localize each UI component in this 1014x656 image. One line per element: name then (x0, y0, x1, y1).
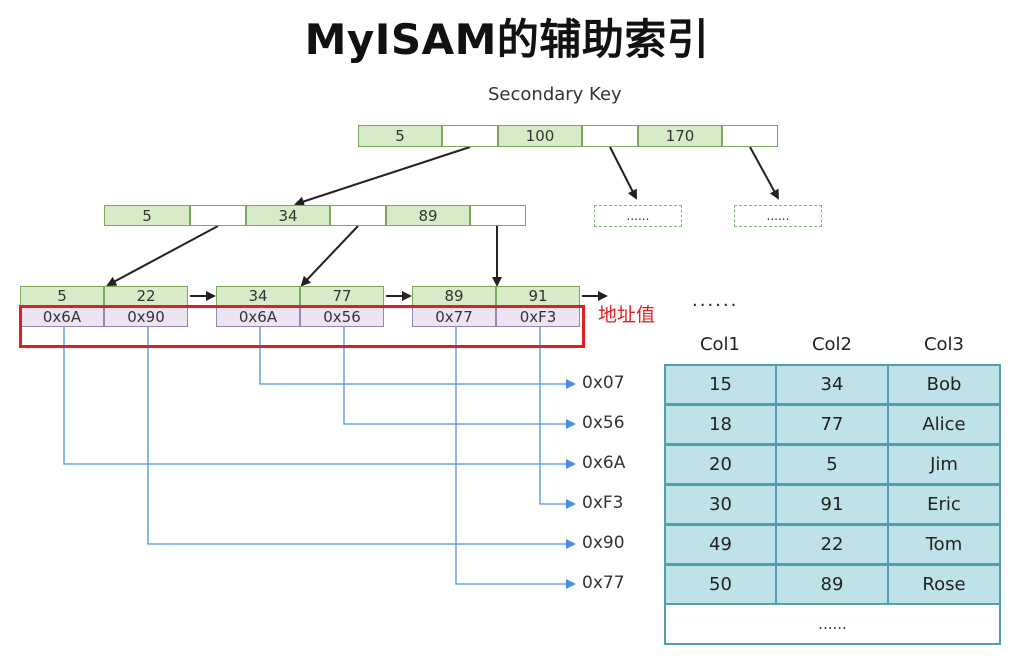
root-pointer-cell (582, 125, 638, 147)
addr-link-0x6A-a (63, 326, 576, 469)
leaf-addr-cell: 0x6A (216, 306, 300, 327)
table-cell: 15 (664, 364, 777, 405)
l2-pointer-cell (330, 205, 386, 226)
row-address: 0x07 (582, 373, 625, 393)
l2-pointer-cell (190, 205, 246, 226)
row-address: 0x90 (582, 533, 625, 553)
table-cell: 5 (775, 444, 889, 485)
pointer-root-to-l2 (294, 146, 471, 207)
addr-link-0x56 (343, 326, 576, 429)
placeholder-node: ...... (594, 205, 682, 227)
leaf-key-cell: 77 (300, 286, 384, 306)
placeholder-node: ...... (734, 205, 822, 227)
leaf-addr-cell: 0x56 (300, 306, 384, 327)
table-header-col2: Col2 (811, 334, 853, 355)
leaf-key-cell: 5 (20, 286, 104, 306)
table-cell: 50 (664, 564, 777, 605)
table-cell: Jim (887, 444, 1001, 485)
addr-link-0x77 (455, 326, 576, 589)
row-address: 0x56 (582, 413, 625, 433)
pointer-root-to-dashed2 (749, 146, 779, 200)
table-header-col3: Col3 (923, 334, 965, 355)
table-cell: 89 (775, 564, 889, 605)
leaf-key-cell: 91 (496, 286, 580, 306)
table-cell: Bob (887, 364, 1001, 405)
addr-link-0xF3 (539, 326, 576, 509)
leaf-key-cell: 22 (104, 286, 188, 306)
table-cell: 18 (664, 404, 777, 445)
l2-key-cell: 5 (104, 205, 190, 226)
table-cell: 77 (775, 404, 889, 445)
root-pointer-cell (442, 125, 498, 147)
leaf-key-cell: 89 (412, 286, 496, 306)
address-highlight-box (19, 305, 585, 348)
root-key-cell: 170 (638, 125, 722, 147)
table-cell: Tom (887, 524, 1001, 565)
l2-key-cell: 34 (246, 205, 330, 226)
row-address: 0x77 (582, 573, 625, 593)
table-cell: Rose (887, 564, 1001, 605)
pointer-l2-to-leaf1 (106, 225, 219, 286)
table-cell: Eric (887, 484, 1001, 525)
row-address: 0x6A (582, 453, 626, 473)
table-cell: 30 (664, 484, 777, 525)
address-value-label: 地址值 (598, 304, 656, 326)
addr-link-0x90 (147, 326, 576, 549)
table-cell: 91 (775, 484, 889, 525)
table-more-row: ...... (664, 603, 1001, 645)
root-key-cell: 100 (498, 125, 582, 147)
root-pointer-cell (722, 125, 778, 147)
table-cell: 20 (664, 444, 777, 485)
pointer-root-to-dashed1 (609, 146, 637, 200)
table-cell: 22 (775, 524, 889, 565)
l2-key-cell: 89 (386, 205, 470, 226)
root-key-cell: 5 (358, 125, 442, 147)
secondary-key-label: Secondary Key (488, 84, 622, 105)
table-cell: 34 (775, 364, 889, 405)
table-header-col1: Col1 (699, 334, 741, 355)
more-leaves-ellipsis: ...... (692, 290, 739, 311)
pointer-l2-to-leaf2 (300, 225, 359, 287)
l2-pointer-cell (470, 205, 526, 226)
table-cell: Alice (887, 404, 1001, 445)
leaf-key-cell: 34 (216, 286, 300, 306)
page-title: MyISAM的辅助索引 (304, 15, 710, 64)
table-cell: 49 (664, 524, 777, 565)
row-address: 0xF3 (582, 493, 624, 513)
